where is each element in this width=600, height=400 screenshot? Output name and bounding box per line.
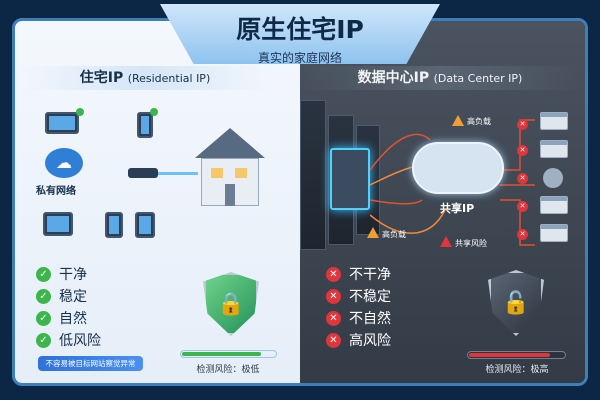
risk-label-high: 检测风险：极高	[485, 365, 549, 375]
x-icon: ✕	[326, 288, 341, 304]
feature-label: 不自然	[349, 311, 391, 327]
x-icon: ✕	[517, 229, 528, 240]
feature-label: 低风险	[59, 333, 101, 349]
x-icon: ✕	[517, 201, 528, 212]
feature-item: ✕ 不自然	[326, 307, 391, 329]
header-english: (Residential IP)	[127, 72, 211, 85]
warning-label: 高负载	[467, 117, 491, 126]
globe-icon	[543, 168, 563, 188]
page-subtitle: 真实的家庭网络	[257, 51, 342, 65]
feature-label: 干净	[59, 267, 87, 283]
x-icon: ✕	[326, 332, 341, 348]
datacenter-header: 数据中心IP (Data Center IP)	[300, 66, 580, 90]
server-icon	[330, 148, 370, 210]
risk-bar-low	[180, 350, 277, 358]
check-icon: ✓	[36, 266, 51, 282]
monitor-icon	[43, 212, 73, 236]
title-banner: 原生住宅IP 真实的家庭网络	[160, 4, 440, 64]
check-icon	[76, 108, 84, 116]
undetectable-badge: 不容易被目标网站察觉异常	[38, 356, 143, 371]
shared-cloud-icon	[412, 142, 504, 194]
page-title: 原生住宅IP	[236, 15, 364, 44]
risk-bar-high	[467, 351, 566, 359]
header-title: 数据中心IP	[357, 70, 430, 86]
feature-label: 不干净	[349, 267, 391, 283]
connection-line	[158, 172, 198, 175]
feature-item: ✓ 低风险	[36, 329, 101, 351]
check-icon: ✓	[36, 288, 51, 304]
feature-label: 稳定	[59, 289, 87, 305]
shared-ip-label: 共享IP	[440, 202, 475, 215]
website-icon	[540, 140, 568, 158]
residential-feature-list: ✓ 干净 ✓ 稳定 ✓ 自然 ✓ 低风险	[36, 263, 101, 351]
x-icon: ✕	[326, 266, 341, 282]
risk-label-low: 检测风险：极低	[196, 365, 260, 375]
feature-item: ✓ 自然	[36, 307, 101, 329]
x-icon: ✕	[517, 119, 528, 130]
tablet-icon	[135, 212, 155, 238]
feature-item: ✓ 稳定	[36, 285, 101, 307]
feature-item: ✓ 干净	[36, 263, 101, 285]
feature-item: ✕ 不干净	[326, 263, 391, 285]
cloud-home-icon: ☁	[45, 148, 83, 178]
website-icon	[540, 196, 568, 214]
warning-icon	[452, 115, 464, 126]
feature-label: 自然	[59, 311, 87, 327]
private-network-label: 私有网络	[36, 186, 76, 197]
datacenter-feature-list: ✕ 不干净 ✕ 不稳定 ✕ 不自然 ✕ 高风险	[326, 263, 391, 351]
feature-label: 高风险	[349, 333, 391, 349]
warning-label: 共享风险	[455, 239, 487, 248]
router-icon	[128, 168, 158, 178]
website-icon	[540, 112, 568, 130]
feature-item: ✕ 不稳定	[326, 285, 391, 307]
check-icon: ✓	[36, 310, 51, 326]
laptop-icon	[45, 112, 79, 134]
residential-header: 住宅IP (Residential IP)	[20, 66, 270, 90]
x-icon: ✕	[326, 310, 341, 326]
feature-label: 不稳定	[349, 289, 391, 305]
house-illustration	[185, 128, 275, 210]
phone-icon	[137, 112, 153, 138]
warning-label: 高负载	[382, 230, 406, 239]
server-rack-icon	[300, 100, 326, 250]
check-icon	[150, 108, 158, 116]
header-english: (Data Center IP)	[433, 72, 523, 85]
warning-icon	[367, 227, 379, 238]
warning-icon	[440, 236, 452, 247]
website-icon	[540, 224, 568, 242]
header-title: 住宅IP	[79, 70, 124, 86]
x-icon: ✕	[517, 173, 528, 184]
feature-item: ✕ 高风险	[326, 329, 391, 351]
check-icon: ✓	[36, 332, 51, 348]
tablet-icon	[105, 212, 123, 238]
x-icon: ✕	[517, 145, 528, 156]
